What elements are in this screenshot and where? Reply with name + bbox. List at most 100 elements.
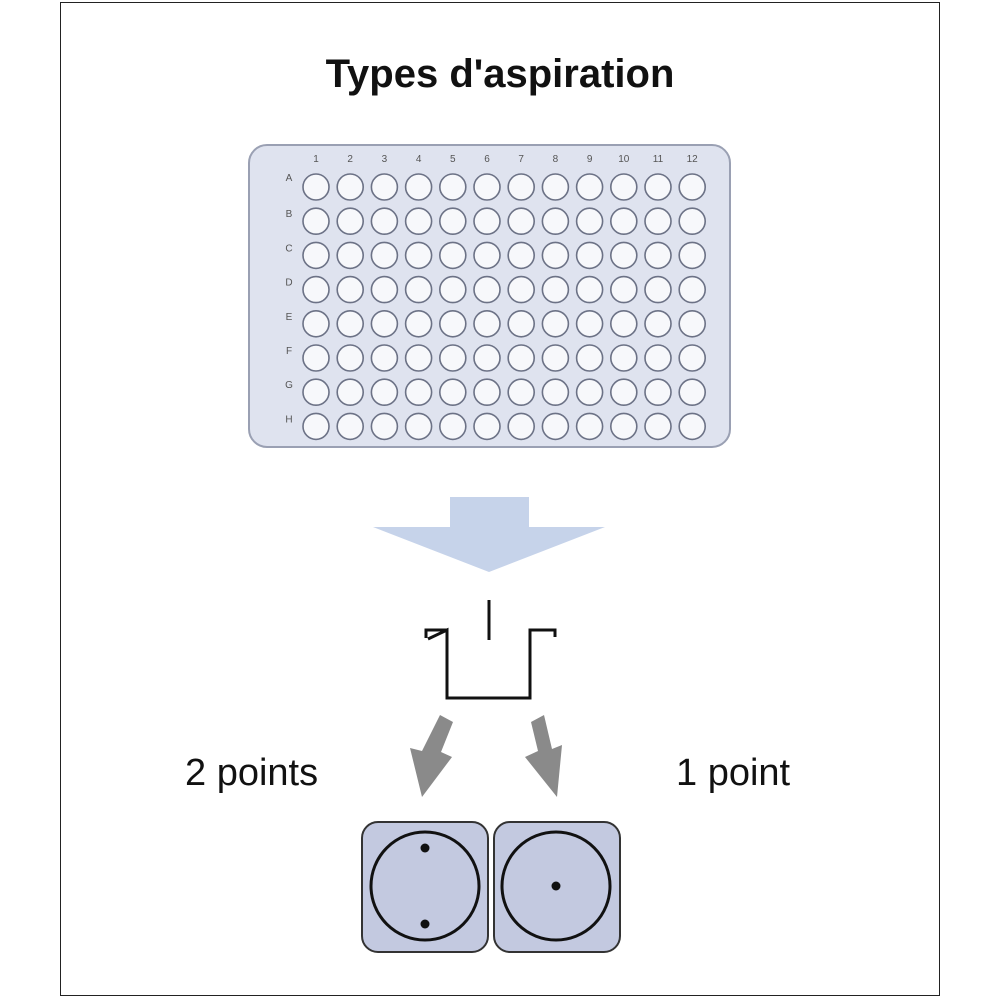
plate-well <box>336 309 365 338</box>
plate-well <box>370 275 399 304</box>
plate-row-label: A <box>286 173 293 184</box>
plate-well <box>404 241 433 270</box>
plate-well <box>575 378 604 407</box>
plate-well <box>644 173 672 201</box>
plate-row-label: B <box>286 209 293 220</box>
page-title: Types d'aspiration <box>325 52 675 96</box>
plate-well <box>644 241 672 270</box>
plate-row-label: H <box>285 414 292 425</box>
plate-well <box>678 207 707 235</box>
plate-well <box>541 412 570 441</box>
plate-well <box>302 378 330 407</box>
plate-well <box>370 378 399 407</box>
plate-column-label: 9 <box>587 154 593 165</box>
plate-well <box>473 378 501 407</box>
plate-well <box>575 344 604 372</box>
plate-well <box>473 412 501 441</box>
plate-well <box>678 173 707 201</box>
plate-well <box>609 207 638 235</box>
plate-well <box>336 378 365 407</box>
plate-well <box>473 275 501 304</box>
plate-column-label: 7 <box>518 154 524 165</box>
diagram-frame <box>60 2 940 996</box>
right-gray-arrow <box>525 715 562 797</box>
plate-well <box>575 412 604 441</box>
aspiration-point <box>420 919 430 929</box>
plate-well <box>507 309 536 338</box>
plate-well <box>541 309 570 338</box>
plate-well <box>404 344 433 372</box>
one-point-well-circle <box>500 830 612 942</box>
plate-well <box>404 309 433 338</box>
plate-well <box>644 378 672 407</box>
plate-well <box>438 173 467 201</box>
plate-well <box>644 309 672 338</box>
plate-well <box>336 207 365 235</box>
plate-well <box>541 275 570 304</box>
plate-well <box>541 207 570 235</box>
plate-well <box>336 275 365 304</box>
plate-well <box>678 378 707 407</box>
plate-well <box>609 378 638 407</box>
plate-well <box>507 173 536 201</box>
well-cross-section <box>424 600 557 700</box>
plate-well <box>336 412 365 441</box>
plate-column-label: 5 <box>450 154 456 165</box>
two-point-well-detail <box>361 821 489 953</box>
trough-left-rim <box>424 628 447 638</box>
plate-well <box>473 241 501 270</box>
plate-well <box>404 378 433 407</box>
plate-well <box>609 309 638 338</box>
plate-well <box>575 241 604 270</box>
two-point-well-circle <box>369 830 481 942</box>
well-cross-section-outline <box>427 627 557 700</box>
plate-well <box>370 412 399 441</box>
plate-row-label: D <box>285 278 292 289</box>
plate-well <box>370 241 399 270</box>
plate-well <box>678 275 707 304</box>
plate-row-label: C <box>285 243 292 254</box>
aspiration-point <box>420 843 430 853</box>
plate-well <box>370 173 399 201</box>
plate-well <box>404 412 433 441</box>
plate-well <box>644 275 672 304</box>
plate-well <box>678 412 707 441</box>
plate-well <box>370 309 399 338</box>
plate-well <box>438 344 467 372</box>
plate-well <box>575 207 604 235</box>
plate-well <box>507 412 536 441</box>
plate-column-label: 12 <box>687 154 699 165</box>
plate-well <box>473 309 501 338</box>
plate-column-label: 1 <box>313 154 319 165</box>
plate-well <box>438 241 467 270</box>
plate-well <box>336 241 365 270</box>
plate-well <box>507 344 536 372</box>
plate-column-label: 11 <box>653 154 664 165</box>
plate-well <box>302 173 330 201</box>
plate-well <box>507 275 536 304</box>
gray-arrow-shape <box>410 715 453 797</box>
plate-well <box>644 207 672 235</box>
plate-well <box>438 275 467 304</box>
plate-well <box>644 412 672 441</box>
plate-well <box>609 241 638 270</box>
plate-well <box>678 241 707 270</box>
plate-column-label: 10 <box>618 154 630 165</box>
plate-well <box>575 275 604 304</box>
aspiration-point <box>551 881 561 891</box>
plate-well <box>473 207 501 235</box>
left-gray-arrow <box>410 715 453 797</box>
one-point-label: 1 point <box>676 752 791 794</box>
big-down-arrow <box>373 497 605 572</box>
plate-row-label: G <box>285 380 293 391</box>
plate-well <box>336 344 365 372</box>
gray-arrow-shape <box>525 715 562 797</box>
two-point-well-box <box>361 821 489 953</box>
plate-well <box>575 309 604 338</box>
plate-well <box>473 344 501 372</box>
plate-well <box>541 344 570 372</box>
